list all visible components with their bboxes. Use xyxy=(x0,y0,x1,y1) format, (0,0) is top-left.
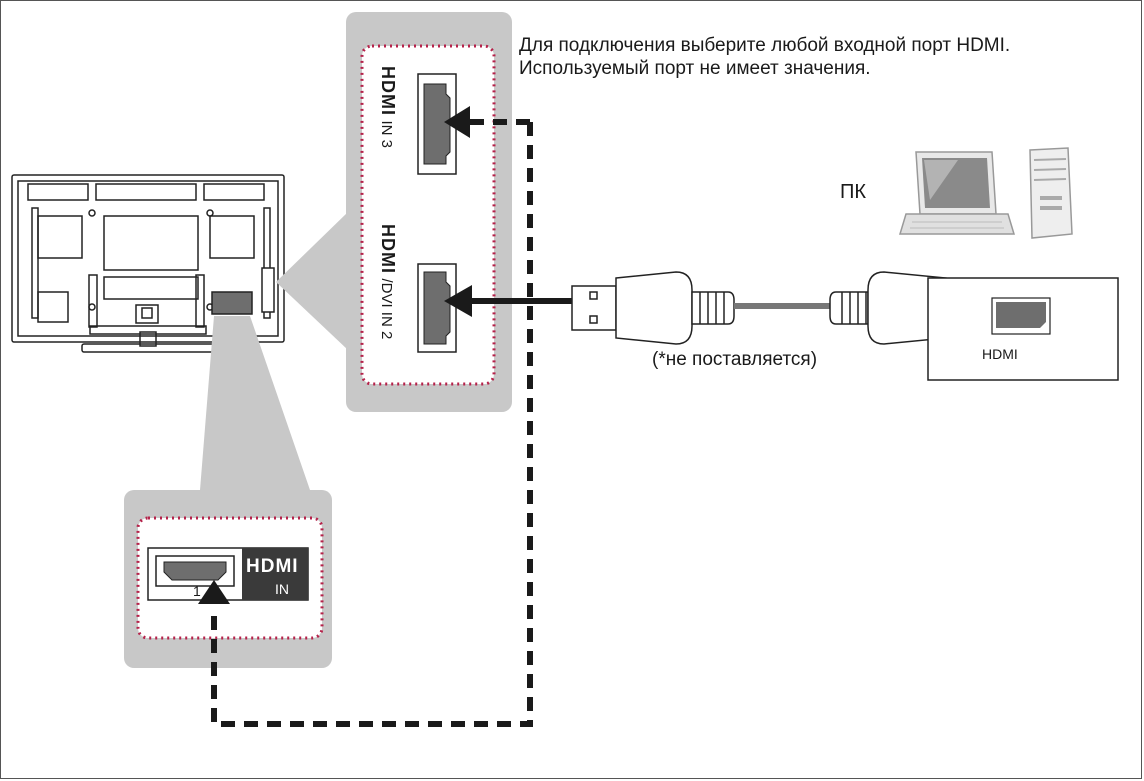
in3-label: HDMI IN 3 xyxy=(377,66,398,148)
pc-hdmi-port-label: HDMI xyxy=(982,346,1018,362)
hdmi-logo: HDMI xyxy=(378,66,398,116)
hdmi-in3-port xyxy=(417,73,457,175)
arrow-to-in1 xyxy=(198,580,230,604)
instruction-caption: Для подключения выберите любой входной п… xyxy=(519,34,1010,80)
pc-label: ПК xyxy=(840,181,867,203)
in1-text: IN xyxy=(275,581,289,597)
laptop-icon xyxy=(898,151,1016,235)
hdmi-logo: HDMI xyxy=(378,224,398,274)
callout-wedge-bottom xyxy=(200,316,310,490)
desktop-tower-icon xyxy=(1029,147,1073,239)
hdmi-in2-port xyxy=(417,263,457,353)
in2-label: HDMI /DVI IN 2 xyxy=(377,224,398,339)
in3-text: IN 3 xyxy=(378,120,395,148)
dashed-cable-route xyxy=(211,119,533,727)
arrow-to-in3 xyxy=(444,106,470,138)
tv-rear-view xyxy=(11,174,285,353)
callout-wedge-side xyxy=(276,212,348,350)
caption-line-1: Для подключения выберите любой входной п… xyxy=(519,35,1011,56)
pc-hdmi-port xyxy=(927,277,1119,381)
cable-not-supplied-label: (*не поставляется) xyxy=(652,349,818,370)
arrow-to-in2 xyxy=(444,285,472,317)
in1-number: 1 xyxy=(193,583,201,599)
hdmi-logo: HDMI xyxy=(246,556,299,577)
in2-text: /DVI IN 2 xyxy=(378,278,395,340)
caption-line-2: Используемый порт не имеет значения. xyxy=(519,58,871,79)
hdmi-in1-port xyxy=(147,547,309,601)
